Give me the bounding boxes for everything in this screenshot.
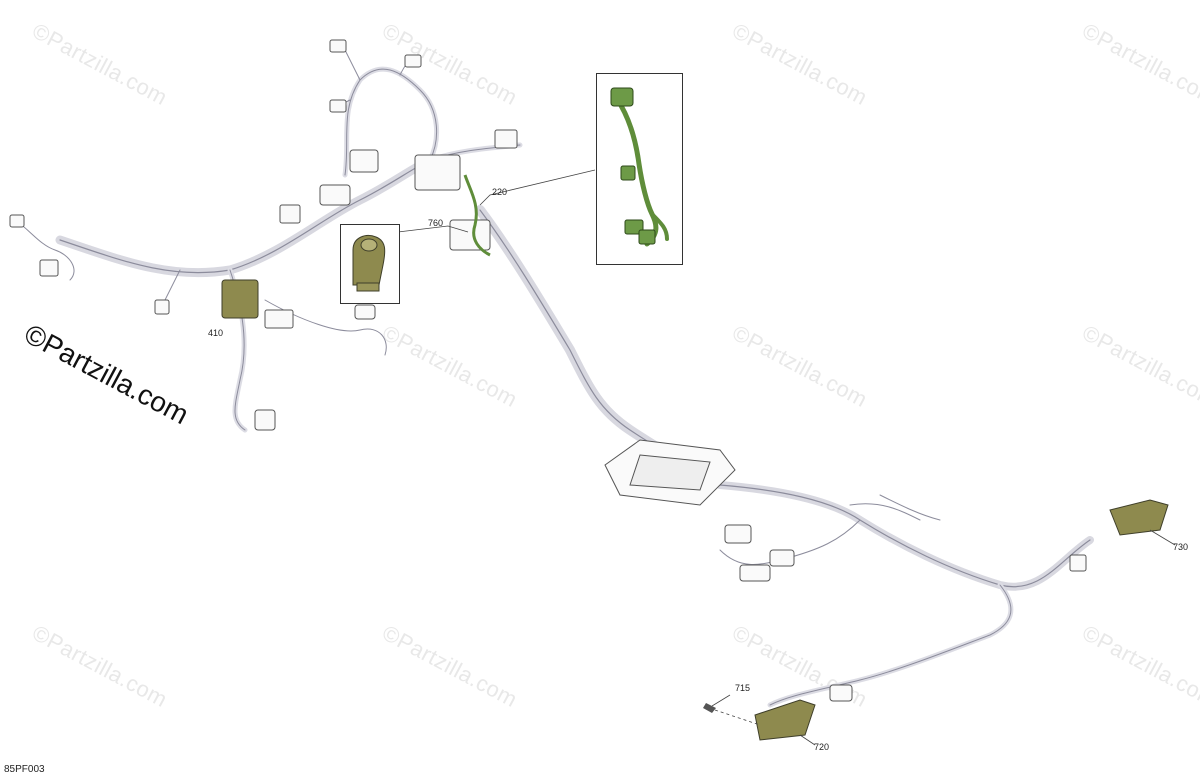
connector (494, 129, 518, 149)
connector (769, 549, 795, 567)
leader-720 (799, 734, 816, 746)
connector (329, 99, 347, 113)
part-410-module (221, 279, 259, 319)
connector (829, 684, 853, 702)
connector (404, 54, 422, 68)
screw-icon (703, 703, 716, 713)
connector (279, 204, 301, 224)
connector (349, 149, 379, 173)
leader-220 (479, 169, 596, 206)
connector (254, 409, 276, 431)
part-730-light (1109, 499, 1169, 536)
part-720-light (754, 699, 816, 741)
callout-760: 760 (428, 218, 444, 228)
connector (739, 564, 771, 582)
connector (319, 184, 351, 206)
callout-715: 715 (735, 683, 751, 693)
connector (449, 219, 491, 251)
harness-220-detail (610, 87, 669, 247)
leader-730 (1149, 529, 1176, 546)
leader-715 (711, 694, 731, 707)
connector (724, 524, 752, 544)
harness-trunk-left-outline (59, 159, 431, 274)
callout-720: 720 (814, 742, 830, 752)
connector (154, 299, 170, 315)
relay-box (414, 154, 461, 191)
diagram-code: 85PF003 (4, 764, 45, 775)
connector (39, 259, 59, 277)
connector (329, 39, 347, 53)
part-220-harness-small (463, 174, 491, 257)
leader-760 (397, 225, 469, 233)
harness-branch-left (14, 219, 75, 281)
relay-760-detail (352, 235, 386, 292)
connector (9, 214, 25, 228)
harness-trunk-rear (716, 481, 1094, 591)
inset-part-220 (596, 73, 683, 265)
callout-220: 220 (492, 187, 508, 197)
callout-410: 410 (208, 328, 224, 338)
connector (1069, 554, 1087, 572)
connector (354, 304, 376, 320)
callout-730: 730 (1173, 542, 1189, 552)
inset-part-760 (340, 224, 400, 304)
connector (264, 309, 294, 329)
